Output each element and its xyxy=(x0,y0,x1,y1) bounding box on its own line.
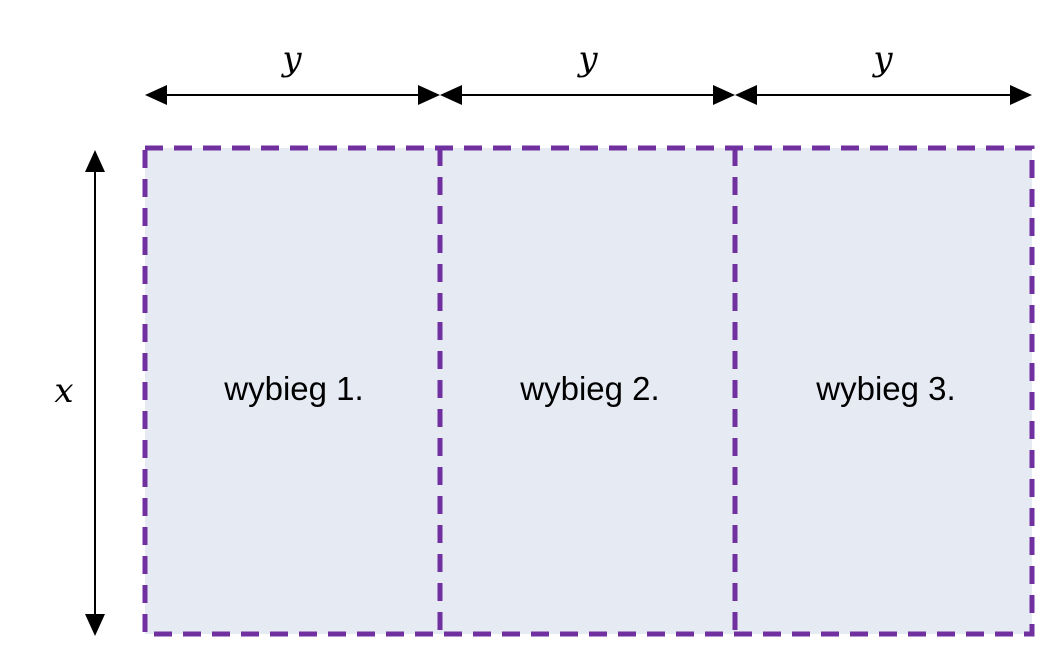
width-label-3: y xyxy=(871,39,893,79)
height-arrow: x xyxy=(54,150,105,636)
width-arrow-3: y xyxy=(735,39,1032,105)
width-arrow-3-left-head xyxy=(735,85,757,105)
width-arrow-1-left-head xyxy=(145,85,167,105)
height-arrow-top-head xyxy=(85,150,105,172)
width-arrow-3-right-head xyxy=(1010,85,1032,105)
height-arrow-bottom-head xyxy=(85,614,105,636)
width-arrow-1-right-head xyxy=(418,85,440,105)
width-label-2: y xyxy=(576,39,598,79)
pen-3-area xyxy=(735,148,1032,634)
width-arrow-2-right-head xyxy=(713,85,735,105)
pen-1-label: wybieg 1. xyxy=(223,370,363,407)
outer-fence xyxy=(142,145,1035,637)
width-label-1: y xyxy=(280,39,302,79)
pen-2-label: wybieg 2. xyxy=(519,370,659,407)
height-label: x xyxy=(54,371,73,411)
dashed-fence xyxy=(142,145,1035,637)
pen-3-label: wybieg 3. xyxy=(815,370,955,407)
pen-2: wybieg 2. xyxy=(440,148,735,634)
width-arrow-2: y xyxy=(440,39,735,105)
pen-1-area xyxy=(145,148,440,634)
pen-2-area xyxy=(440,148,735,634)
pen-1: wybieg 1. xyxy=(145,148,440,634)
width-arrow-2-left-head xyxy=(440,85,462,105)
width-arrow-1: y xyxy=(145,39,440,105)
pen-3: wybieg 3. xyxy=(735,148,1032,634)
